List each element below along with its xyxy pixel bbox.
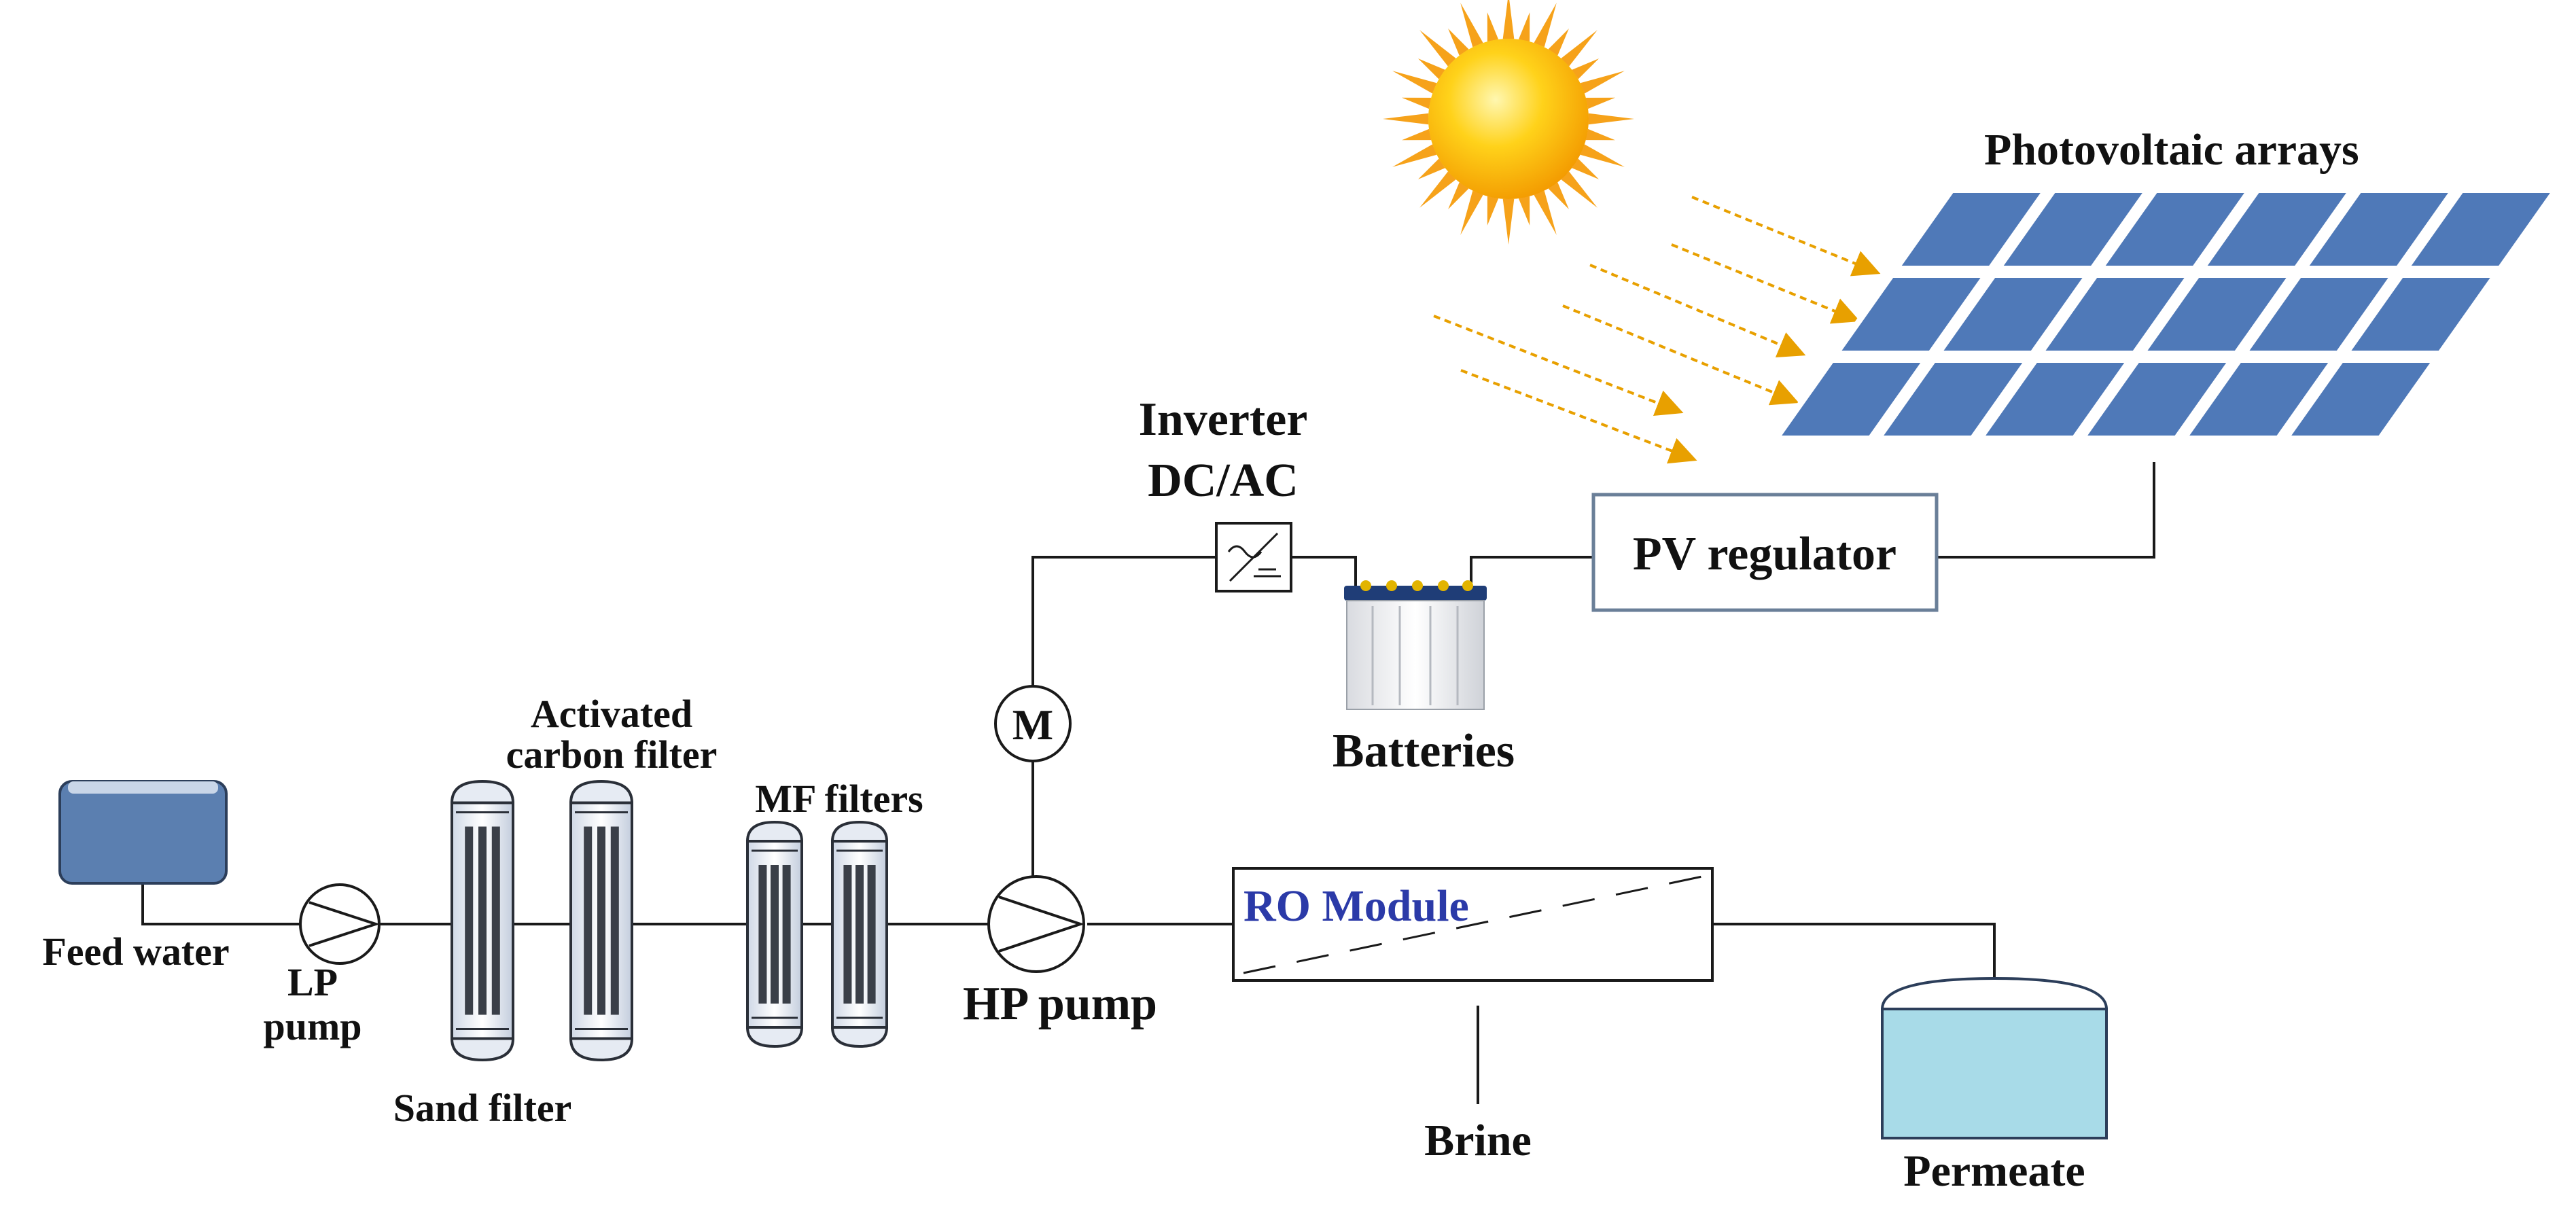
ro-module-label: RO Module <box>1243 881 1469 931</box>
mf-filter-icon-2 <box>830 820 889 1048</box>
permeate-label: Permeate <box>1903 1146 2085 1196</box>
carbon-filter-label: carbon filter <box>506 732 718 777</box>
sun-icon <box>1383 0 1634 245</box>
sunlight-arrows <box>1433 196 1881 464</box>
electrical-wires <box>1031 462 2155 883</box>
sand-filter-label: Sand filter <box>393 1086 572 1130</box>
lp-pump-icon <box>299 883 381 965</box>
inverter-icon <box>1215 522 1292 592</box>
hp-pump-icon <box>987 875 1085 973</box>
hp-pump-label: HP pump <box>963 978 1157 1030</box>
motor-label: M <box>1012 701 1053 749</box>
permeate-tank-icon <box>1880 976 2109 1139</box>
motor-icon <box>994 685 1072 762</box>
feed-water-label: Feed water <box>42 930 229 974</box>
sand-filter-icon <box>450 779 515 1062</box>
pv-regulator-box <box>1591 493 1939 612</box>
pv-regulator-label: PV regulator <box>1633 528 1896 580</box>
inverter-label: Inverter <box>1139 393 1308 446</box>
battery-icon <box>1344 580 1487 710</box>
inverter-type-label: DC/AC <box>1148 455 1299 507</box>
lp-pump-label-2: pump <box>263 1004 361 1048</box>
lp-pump-label: LP <box>287 960 338 1004</box>
mf-filter-icon-1 <box>745 820 804 1048</box>
activated-carbon-label: Activated <box>531 692 692 736</box>
activated-carbon-filter-icon <box>569 779 634 1062</box>
batteries-label: Batteries <box>1333 725 1515 777</box>
feed-water-tank-icon <box>58 780 228 885</box>
mf-filters-label: MF filters <box>755 777 923 821</box>
ro-module <box>1232 867 1714 982</box>
brine-label: Brine <box>1424 1116 1532 1165</box>
photovoltaic-array <box>1770 187 2562 442</box>
photovoltaic-arrays-label: Photovoltaic arrays <box>1984 125 2359 175</box>
